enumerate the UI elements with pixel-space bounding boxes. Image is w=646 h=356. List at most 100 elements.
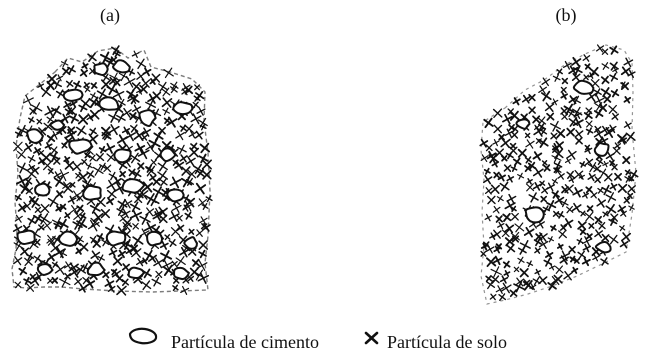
soil-particle-icon	[491, 275, 500, 284]
soil-particle-icon	[122, 198, 133, 209]
soil-particle-icon	[176, 223, 185, 232]
soil-particle-icon	[605, 151, 615, 161]
soil-particle-icon	[623, 196, 631, 204]
soil-particle-icon	[492, 255, 503, 266]
soil-particle-icon	[492, 229, 502, 239]
soil-particle-icon	[485, 244, 495, 254]
soil-particle-icon	[113, 50, 121, 58]
soil-particle-icon	[52, 79, 62, 90]
soil-particle-icon	[612, 66, 619, 74]
soil-particle-icon	[508, 124, 516, 131]
soil-particle-icon	[527, 161, 537, 170]
soil-particle-icon	[524, 164, 532, 173]
soil-particle-icon	[515, 277, 525, 287]
soil-particle-icon	[76, 218, 88, 230]
soil-particle-icon	[137, 162, 145, 170]
soil-particle-icon	[623, 57, 634, 68]
soil-particle-icon	[158, 214, 168, 224]
soil-particle-icon	[524, 132, 531, 139]
soil-particle-icon	[103, 131, 112, 141]
soil-particle-icon	[54, 263, 66, 275]
cement-particle-icon	[146, 230, 164, 247]
soil-particle-icon	[29, 107, 37, 115]
soil-particle-icon	[106, 152, 116, 162]
soil-particle-icon	[567, 109, 575, 118]
soil-particle-icon	[104, 142, 116, 154]
soil-particle-icon	[546, 200, 557, 211]
soil-particle-icon	[191, 258, 200, 267]
soil-particle-icon	[601, 184, 612, 196]
panel-b-soil-layer	[479, 44, 639, 301]
soil-particle-icon	[157, 81, 169, 92]
soil-particle-icon	[540, 195, 548, 203]
soil-particle-icon	[46, 115, 55, 124]
soil-particle-icon	[103, 164, 112, 173]
soil-particle-icon	[117, 249, 126, 259]
soil-particle-icon	[525, 183, 535, 192]
soil-particle-icon	[179, 154, 188, 163]
soil-particle-icon	[517, 256, 525, 264]
soil-particle-icon	[506, 174, 515, 183]
soil-particle-icon	[550, 132, 558, 140]
soil-particle-icon	[47, 252, 56, 262]
soil-particle-icon	[579, 228, 587, 236]
soil-particle-icon	[524, 156, 533, 164]
soil-particle-icon	[554, 166, 562, 174]
soil-particle-icon	[115, 274, 124, 283]
soil-particle-icon	[179, 124, 187, 132]
soil-particle-icon	[60, 113, 71, 124]
soil-particle-icon	[552, 74, 561, 82]
soil-particle-icon	[609, 72, 619, 82]
soil-particle-icon	[161, 97, 173, 108]
soil-particle-icon	[40, 86, 52, 98]
soil-particle-icon	[608, 124, 617, 134]
soil-particle-icon	[67, 65, 76, 74]
soil-particle-icon	[484, 213, 493, 222]
soil-particle-icon	[551, 98, 559, 106]
soil-particle-icon	[620, 66, 631, 77]
soil-particle-icon	[495, 215, 504, 223]
cement-particle-icon	[49, 119, 66, 131]
soil-particle-icon	[573, 257, 580, 264]
soil-particle-icon	[551, 190, 560, 199]
soil-particle-icon	[100, 208, 111, 219]
soil-particle-icon	[76, 125, 87, 136]
soil-particle-icon	[87, 52, 97, 63]
soil-particle-icon	[517, 172, 525, 180]
soil-particle-icon	[623, 96, 632, 104]
soil-particle-icon	[61, 142, 68, 149]
soil-particle-icon	[573, 110, 582, 120]
soil-particle-icon	[177, 144, 187, 155]
panel-b-outline	[480, 44, 637, 305]
soil-particle-icon	[92, 164, 104, 176]
soil-particle-icon	[171, 202, 182, 214]
soil-particle-icon	[185, 177, 195, 186]
soil-particle-icon	[99, 51, 112, 64]
soil-particle-icon	[34, 206, 42, 214]
soil-particle-icon	[121, 107, 132, 118]
legend: Partícula de cimento Partícula de solo	[128, 327, 507, 352]
soil-particle-icon	[153, 257, 164, 268]
soil-particle-icon	[190, 142, 198, 151]
panel-a: (a)	[11, 5, 213, 296]
soil-particle-icon	[505, 151, 514, 160]
cement-particle-icon	[58, 230, 79, 247]
soil-particle-icon	[554, 195, 565, 206]
soil-particle-icon	[129, 201, 141, 213]
soil-particle-icon	[526, 178, 533, 185]
soil-particle-icon	[585, 127, 594, 135]
panel-a-label: (a)	[100, 5, 120, 26]
soil-particle-icon	[112, 88, 125, 101]
soil-particle-icon	[184, 123, 194, 134]
soil-particle-icon	[63, 100, 72, 110]
soil-particle-icon	[511, 212, 519, 221]
soil-particle-icon	[73, 80, 82, 89]
soil-particle-icon	[609, 182, 618, 191]
cement-particle-icon	[105, 230, 127, 247]
soil-particle-icon	[568, 245, 576, 254]
soil-particle-icon	[90, 250, 101, 261]
soil-particle-icon	[581, 257, 591, 267]
soil-particle-icon	[65, 79, 74, 88]
soil-particle-icon	[53, 157, 61, 165]
